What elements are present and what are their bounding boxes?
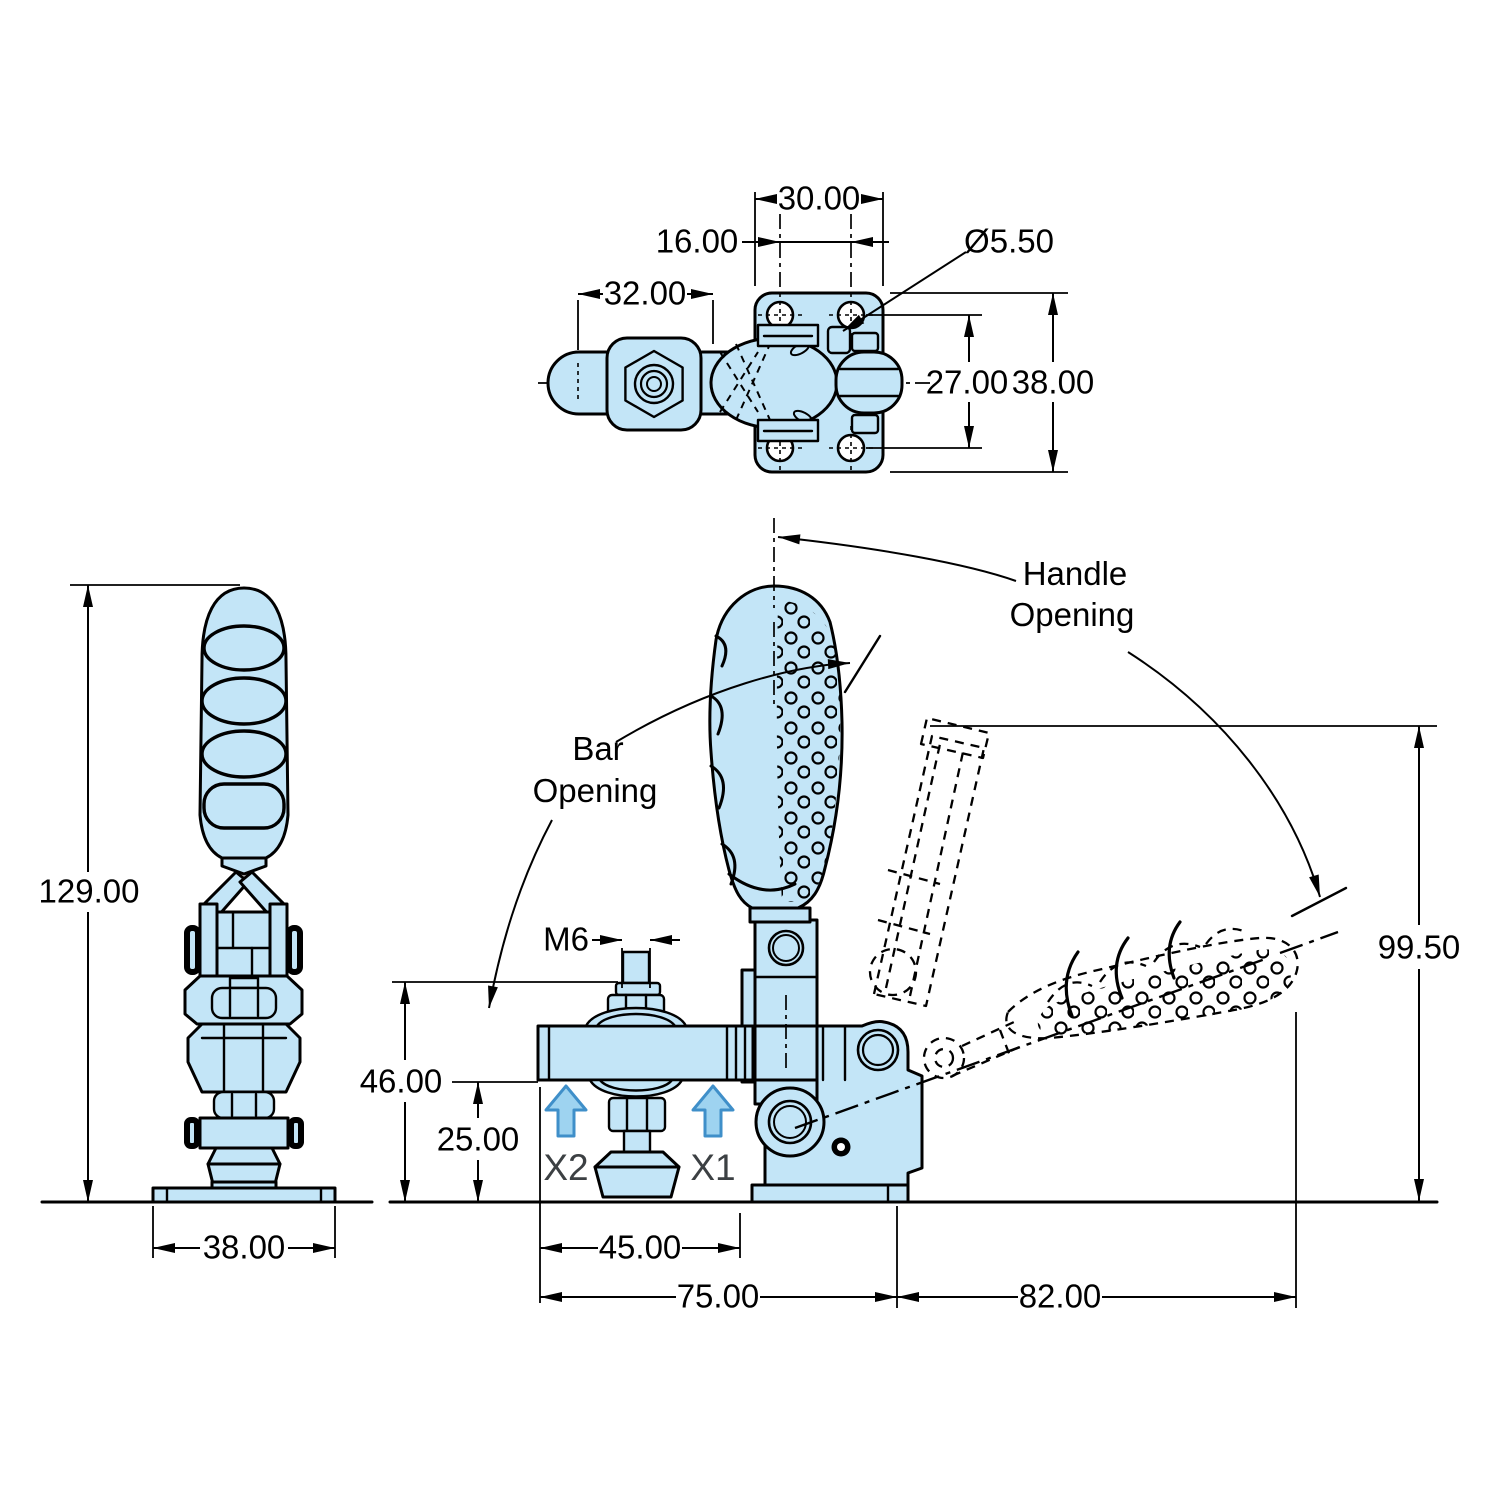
open-handle-axis	[794, 956, 1269, 1130]
bar-opening-label-1: Bar	[572, 730, 623, 767]
spindle-assembly	[584, 950, 688, 1199]
body-base	[750, 1183, 910, 1204]
dim-label-plate-height: 38.00	[1012, 364, 1095, 401]
foot-block	[198, 1116, 290, 1150]
dim-overall-height: 129.00	[39, 584, 240, 1202]
dim-label-arm-length: 32.00	[604, 275, 687, 312]
tab-top	[826, 325, 852, 355]
dim-hole-diameter: Ø5.50	[842, 223, 1054, 332]
washer-cap	[228, 976, 260, 990]
x1-label: X1	[690, 1147, 735, 1188]
bar-opening-label-2: Opening	[533, 772, 658, 809]
bar-axis-tick	[843, 634, 882, 694]
grip-collar	[748, 906, 812, 924]
clamp-bar	[536, 1024, 755, 1082]
dim-label-bar-height: 46.00	[360, 1063, 443, 1100]
spindle-shaft	[622, 1129, 652, 1154]
clip-right-bottom	[850, 413, 880, 435]
knurl-hatch	[719, 343, 771, 421]
dim-bar-length: 45.00	[539, 1087, 741, 1303]
x1-arrow-icon	[691, 1084, 735, 1138]
clip-right-top	[850, 331, 880, 353]
side-view: 129.00 38.00	[39, 584, 374, 1266]
dim-label-hole-pitch-v: 27.00	[926, 364, 1009, 401]
dim-handle-reach: 82.00	[897, 1012, 1297, 1315]
lower-pivot-lobe	[754, 1086, 826, 1158]
base-flange-side	[151, 1186, 337, 1204]
dim-spindle-thread: M6	[543, 921, 680, 988]
top-view: 30.00 16.00 32.00 Ø5.50 27.00	[538, 180, 1095, 474]
rail-left	[198, 902, 219, 978]
handle-shaft	[753, 918, 819, 1106]
dim-label-open-height: 99.50	[1378, 929, 1461, 966]
axis-tick	[1290, 886, 1348, 918]
grip-ovals	[200, 624, 288, 830]
dim-plate-height: 38.00	[890, 292, 1095, 473]
dim-label-bar-length: 45.00	[599, 1229, 682, 1266]
dim-label-overall-height: 129.00	[39, 873, 140, 910]
dim-label-hole-pitch-h: 16.00	[656, 223, 739, 260]
rubber-foot	[593, 1150, 681, 1199]
spring-clip-left	[184, 925, 201, 975]
handle-opening-label-1: Handle	[1023, 555, 1128, 592]
dim-plate-width: 30.00	[754, 180, 884, 286]
dim-clamp-point-height: 25.00	[437, 1081, 538, 1202]
foot-clip-left	[184, 1117, 200, 1149]
grip-dots	[776, 600, 841, 902]
link-panel	[215, 910, 272, 978]
front-view: Handle Opening Bar Opening X2 X1 M6	[360, 518, 1461, 1315]
open-position-handle	[922, 920, 1299, 1080]
dim-label-spindle-thread: M6	[543, 921, 589, 958]
spring-clip-right	[286, 925, 303, 975]
dim-label-flange-width: 38.00	[203, 1229, 286, 1266]
hex-nut-lower	[607, 1096, 667, 1133]
annotation-handle-opening: Handle Opening	[777, 534, 1321, 898]
swivel-washer-bottom	[588, 1078, 684, 1098]
clamp-point-arrows: X2 X1	[543, 1084, 736, 1188]
grip-scallops	[709, 634, 797, 892]
annotation-bar-opening: Bar Opening	[488, 634, 882, 1009]
dim-label-handle-reach: 82.00	[1019, 1278, 1102, 1315]
spindle-hex-nut-top	[624, 349, 684, 419]
dim-label-hole-diameter: Ø5.50	[964, 223, 1054, 260]
dim-hole-pitch-v: 27.00	[866, 314, 1009, 449]
swivel-washer-top	[584, 1006, 688, 1028]
rail-right	[268, 902, 289, 978]
pivot-boss-top	[709, 336, 839, 430]
dim-bar-height: 46.00	[360, 981, 618, 1202]
body-block-side	[186, 1022, 302, 1094]
dim-label-base-length: 75.00	[677, 1278, 760, 1315]
dim-label-clamp-point-height: 25.00	[437, 1121, 520, 1158]
open-position-bar	[868, 716, 991, 1008]
spindle-stud	[621, 950, 651, 985]
t-bar-top	[834, 350, 904, 415]
dim-flange-width: 38.00	[152, 1206, 336, 1266]
x2-arrow-icon	[544, 1084, 588, 1138]
foot-clip-right	[288, 1117, 304, 1149]
handle-opening-label-2: Opening	[1010, 596, 1135, 633]
x2-label: X2	[543, 1147, 588, 1188]
dim-open-height: 99.50	[930, 725, 1461, 1201]
open-grip-dots	[1037, 949, 1292, 1036]
dim-hole-pitch-h: 16.00	[656, 223, 889, 260]
dim-label-plate-width: 30.00	[778, 180, 861, 217]
hex-nut-side-lower	[212, 1090, 276, 1120]
hex-nut-side-upper	[210, 986, 278, 1020]
dim-base-length: 75.00	[540, 1206, 898, 1315]
dim-arm-length: 32.00	[577, 275, 714, 350]
